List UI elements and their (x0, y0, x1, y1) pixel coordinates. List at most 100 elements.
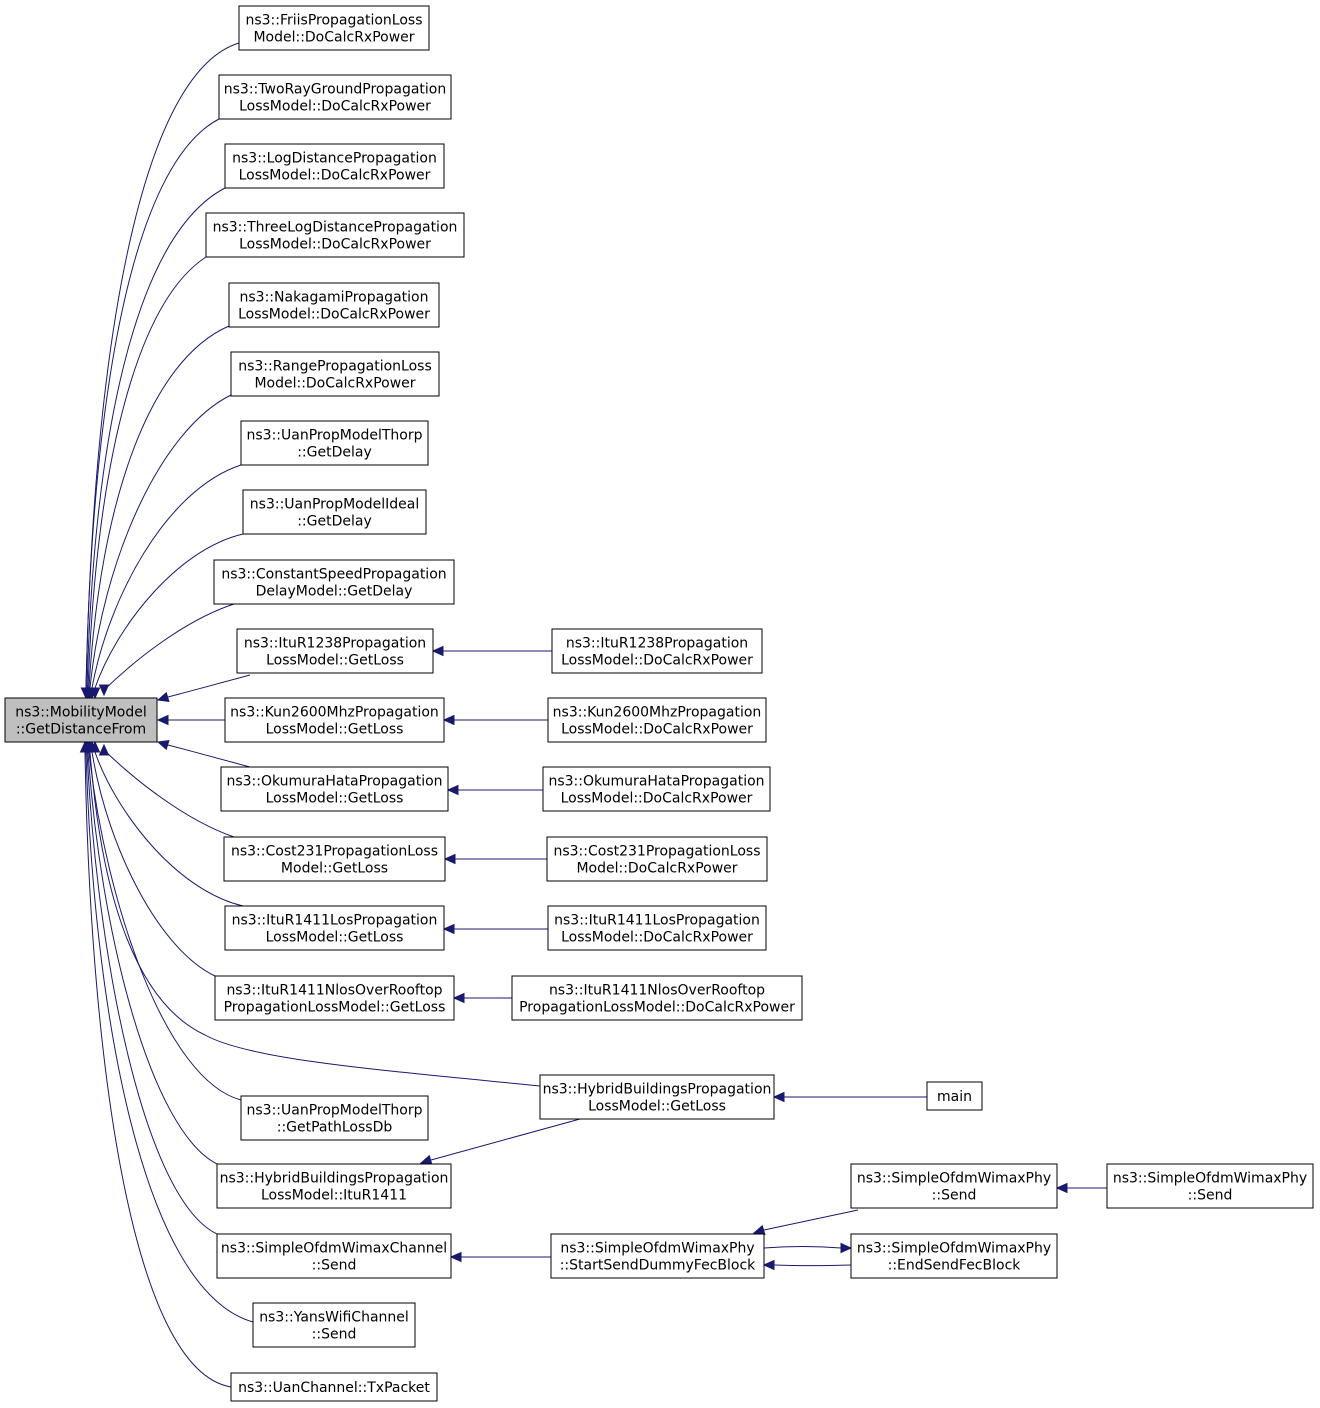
node-box (228, 282, 440, 328)
edge-line (87, 751, 218, 1165)
node-box (551, 628, 763, 674)
node-wimaxchan-send[interactable]: ns3::SimpleOfdmWimaxChannel::Send (216, 1233, 452, 1279)
node-label-line: Model::GetLoss (281, 861, 388, 877)
edge-line (85, 751, 254, 1323)
edge-cost_gl-to-root (98, 743, 235, 838)
edge-threelog-to-root (82, 256, 207, 700)
node-label-line: ns3::NakagamiPropagation (240, 290, 429, 306)
node-label-line: ns3::ItuR1411LosPropagation (554, 913, 760, 929)
edge-line (94, 533, 244, 689)
node-thorp-delay[interactable]: ns3::UanPropModelThorp::GetDelay (240, 420, 429, 466)
node-yans-send[interactable]: ns3::YansWifiChannel::Send (252, 1302, 416, 1348)
edge-line (91, 751, 216, 977)
edge-ideal_delay-to-root (89, 533, 244, 700)
node-ofdm-start[interactable]: ns3::SimpleOfdmWimaxPhy::StartSendDummyF… (550, 1233, 765, 1279)
node-itu1411los-gl[interactable]: ns3::ItuR1411LosPropagationLossModel::Ge… (224, 905, 445, 951)
node-label-line: ns3::OkumuraHataPropagation (548, 774, 764, 790)
arrowhead (431, 645, 444, 657)
node-thorp-pl[interactable]: ns3::UanPropModelThorp::GetPathLossDb (240, 1095, 429, 1141)
node-label-line: ns3::ItuR1411LosPropagation (232, 913, 438, 929)
node-itu1411los-rx[interactable]: ns3::ItuR1411LosPropagationLossModel::Do… (547, 905, 767, 951)
node-label-line: ns3::MobilityModel (15, 705, 147, 721)
node-nakagami[interactable]: ns3::NakagamiPropagationLossModel::DoCal… (228, 282, 440, 328)
node-box (224, 697, 445, 743)
node-label-line: LossModel::GetLoss (588, 1099, 726, 1115)
node-uan-tx[interactable]: ns3::UanChannel::TxPacket (230, 1372, 438, 1402)
node-constspeed[interactable]: ns3::ConstantSpeedPropagationDelayModel:… (213, 559, 455, 605)
edge-thorp_pl-to-root (83, 740, 242, 1101)
edge-constspeed-to-root (98, 603, 235, 697)
node-main[interactable]: main (926, 1081, 983, 1111)
node-label-line: ns3::Cost231PropagationLoss (553, 844, 760, 860)
arrowhead (156, 739, 170, 751)
node-box (546, 836, 768, 882)
node-label-line: ns3::SimpleOfdmWimaxChannel (221, 1241, 447, 1257)
node-logdist[interactable]: ns3::LogDistancePropagationLossModel::Do… (224, 143, 445, 189)
node-box (547, 697, 767, 743)
node-label-line: ns3::UanPropModelIdeal (250, 497, 419, 513)
node-box (539, 1074, 775, 1120)
node-box (850, 1233, 1058, 1279)
node-hybrid-itu[interactable]: ns3::HybridBuildingsPropagationLossModel… (216, 1163, 452, 1209)
edge-itu1238_gl-to-root (156, 674, 251, 703)
edge-kun_gl-to-root (156, 714, 225, 726)
node-root: ns3::MobilityModel::GetDistanceFrom (4, 697, 158, 743)
node-itu1238-rx[interactable]: ns3::ItuR1238PropagationLossModel::DoCal… (551, 628, 763, 674)
node-label-line: LossModel::GetLoss (266, 653, 404, 669)
node-label-line: ns3::Kun2600MhzPropagation (230, 705, 439, 721)
arrowhead (156, 691, 170, 703)
arrowhead (752, 1224, 766, 1236)
node-threelog[interactable]: ns3::ThreeLogDistancePropagationLossMode… (205, 212, 465, 258)
node-friis[interactable]: ns3::FriisPropagationLossModel::DoCalcRx… (238, 5, 430, 51)
node-box (224, 905, 445, 951)
edge-line (167, 744, 251, 768)
node-label-line: ns3::ItuR1238Propagation (244, 636, 426, 652)
node-nlos-gl[interactable]: ns3::ItuR1411NlosOverRooftopPropagationL… (214, 975, 455, 1021)
node-cost-gl[interactable]: ns3::Cost231PropagationLossModel::GetLos… (223, 836, 446, 882)
node-box (511, 975, 803, 1021)
node-label-line: LossModel::DoCalcRxPower (239, 237, 431, 253)
node-box (214, 975, 455, 1021)
node-range[interactable]: ns3::RangePropagationLossModel::DoCalcRx… (230, 351, 440, 397)
node-label-line: ns3::Kun2600MhzPropagation (553, 705, 762, 721)
arrowhead (446, 784, 459, 796)
node-label-line: ns3::ConstantSpeedPropagation (221, 567, 446, 583)
node-ofdm-send2[interactable]: ns3::SimpleOfdmWimaxPhy::Send (1106, 1163, 1314, 1209)
node-label-line: ns3::SimpleOfdmWimaxPhy (560, 1241, 754, 1257)
node-label-line: ::StartSendDummyFecBlock (560, 1258, 756, 1274)
node-label-line: ns3::TwoRayGroundPropagation (224, 82, 447, 98)
node-hybrid-gl[interactable]: ns3::HybridBuildingsPropagationLossModel… (539, 1074, 775, 1120)
node-box (240, 1095, 429, 1141)
node-box (230, 1372, 438, 1402)
node-label-line: PropagationLossModel::GetLoss (224, 1000, 446, 1016)
node-kun-gl[interactable]: ns3::Kun2600MhzPropagationLossModel::Get… (224, 697, 445, 743)
arrowhead (156, 714, 169, 726)
edge-line (430, 1118, 581, 1161)
node-tworay[interactable]: ns3::TwoRayGroundPropagationLossModel::D… (218, 74, 452, 120)
node-okumura-gl[interactable]: ns3::OkumuraHataPropagationLossModel::Ge… (220, 766, 449, 812)
node-kun-rx[interactable]: ns3::Kun2600MhzPropagationLossModel::DoC… (547, 697, 767, 743)
node-ofdm-end[interactable]: ns3::SimpleOfdmWimaxPhy::EndSendFecBlock (850, 1233, 1058, 1279)
node-ideal-delay[interactable]: ns3::UanPropModelIdeal::GetDelay (242, 489, 427, 535)
edge-uan_tx-to-root (79, 740, 232, 1388)
node-cost-rx[interactable]: ns3::Cost231PropagationLossModel::DoCalc… (546, 836, 768, 882)
edge-ofdm_send1-to-ofdm_start (752, 1209, 859, 1236)
node-box (547, 905, 767, 951)
arrowhead (840, 1242, 853, 1254)
node-label-line: ::GetDelay (297, 445, 372, 461)
arrowhead (79, 740, 91, 753)
node-ofdm-send1[interactable]: ns3::SimpleOfdmWimaxPhy::Send (850, 1163, 1058, 1209)
edge-line (103, 749, 235, 838)
node-label-line: Model::DoCalcRxPower (253, 30, 414, 46)
node-box (216, 1233, 452, 1279)
node-label-line: LossModel::DoCalcRxPower (238, 307, 430, 323)
node-label-line: LossModel::DoCalcRxPower (239, 168, 431, 184)
edge-cost_rx-to-cost_gl (443, 853, 547, 865)
edge-line (86, 751, 218, 1235)
node-box (213, 559, 455, 605)
node-nlos-rx[interactable]: ns3::ItuR1411NlosOverRooftopPropagationL… (511, 975, 803, 1021)
edge-kun_rx-to-kun_gl (442, 714, 548, 726)
node-itu1238-gl[interactable]: ns3::ItuR1238PropagationLossModel::GetLo… (236, 628, 434, 674)
node-box (252, 1302, 416, 1348)
node-okumura-rx[interactable]: ns3::OkumuraHataPropagationLossModel::Do… (542, 766, 771, 812)
